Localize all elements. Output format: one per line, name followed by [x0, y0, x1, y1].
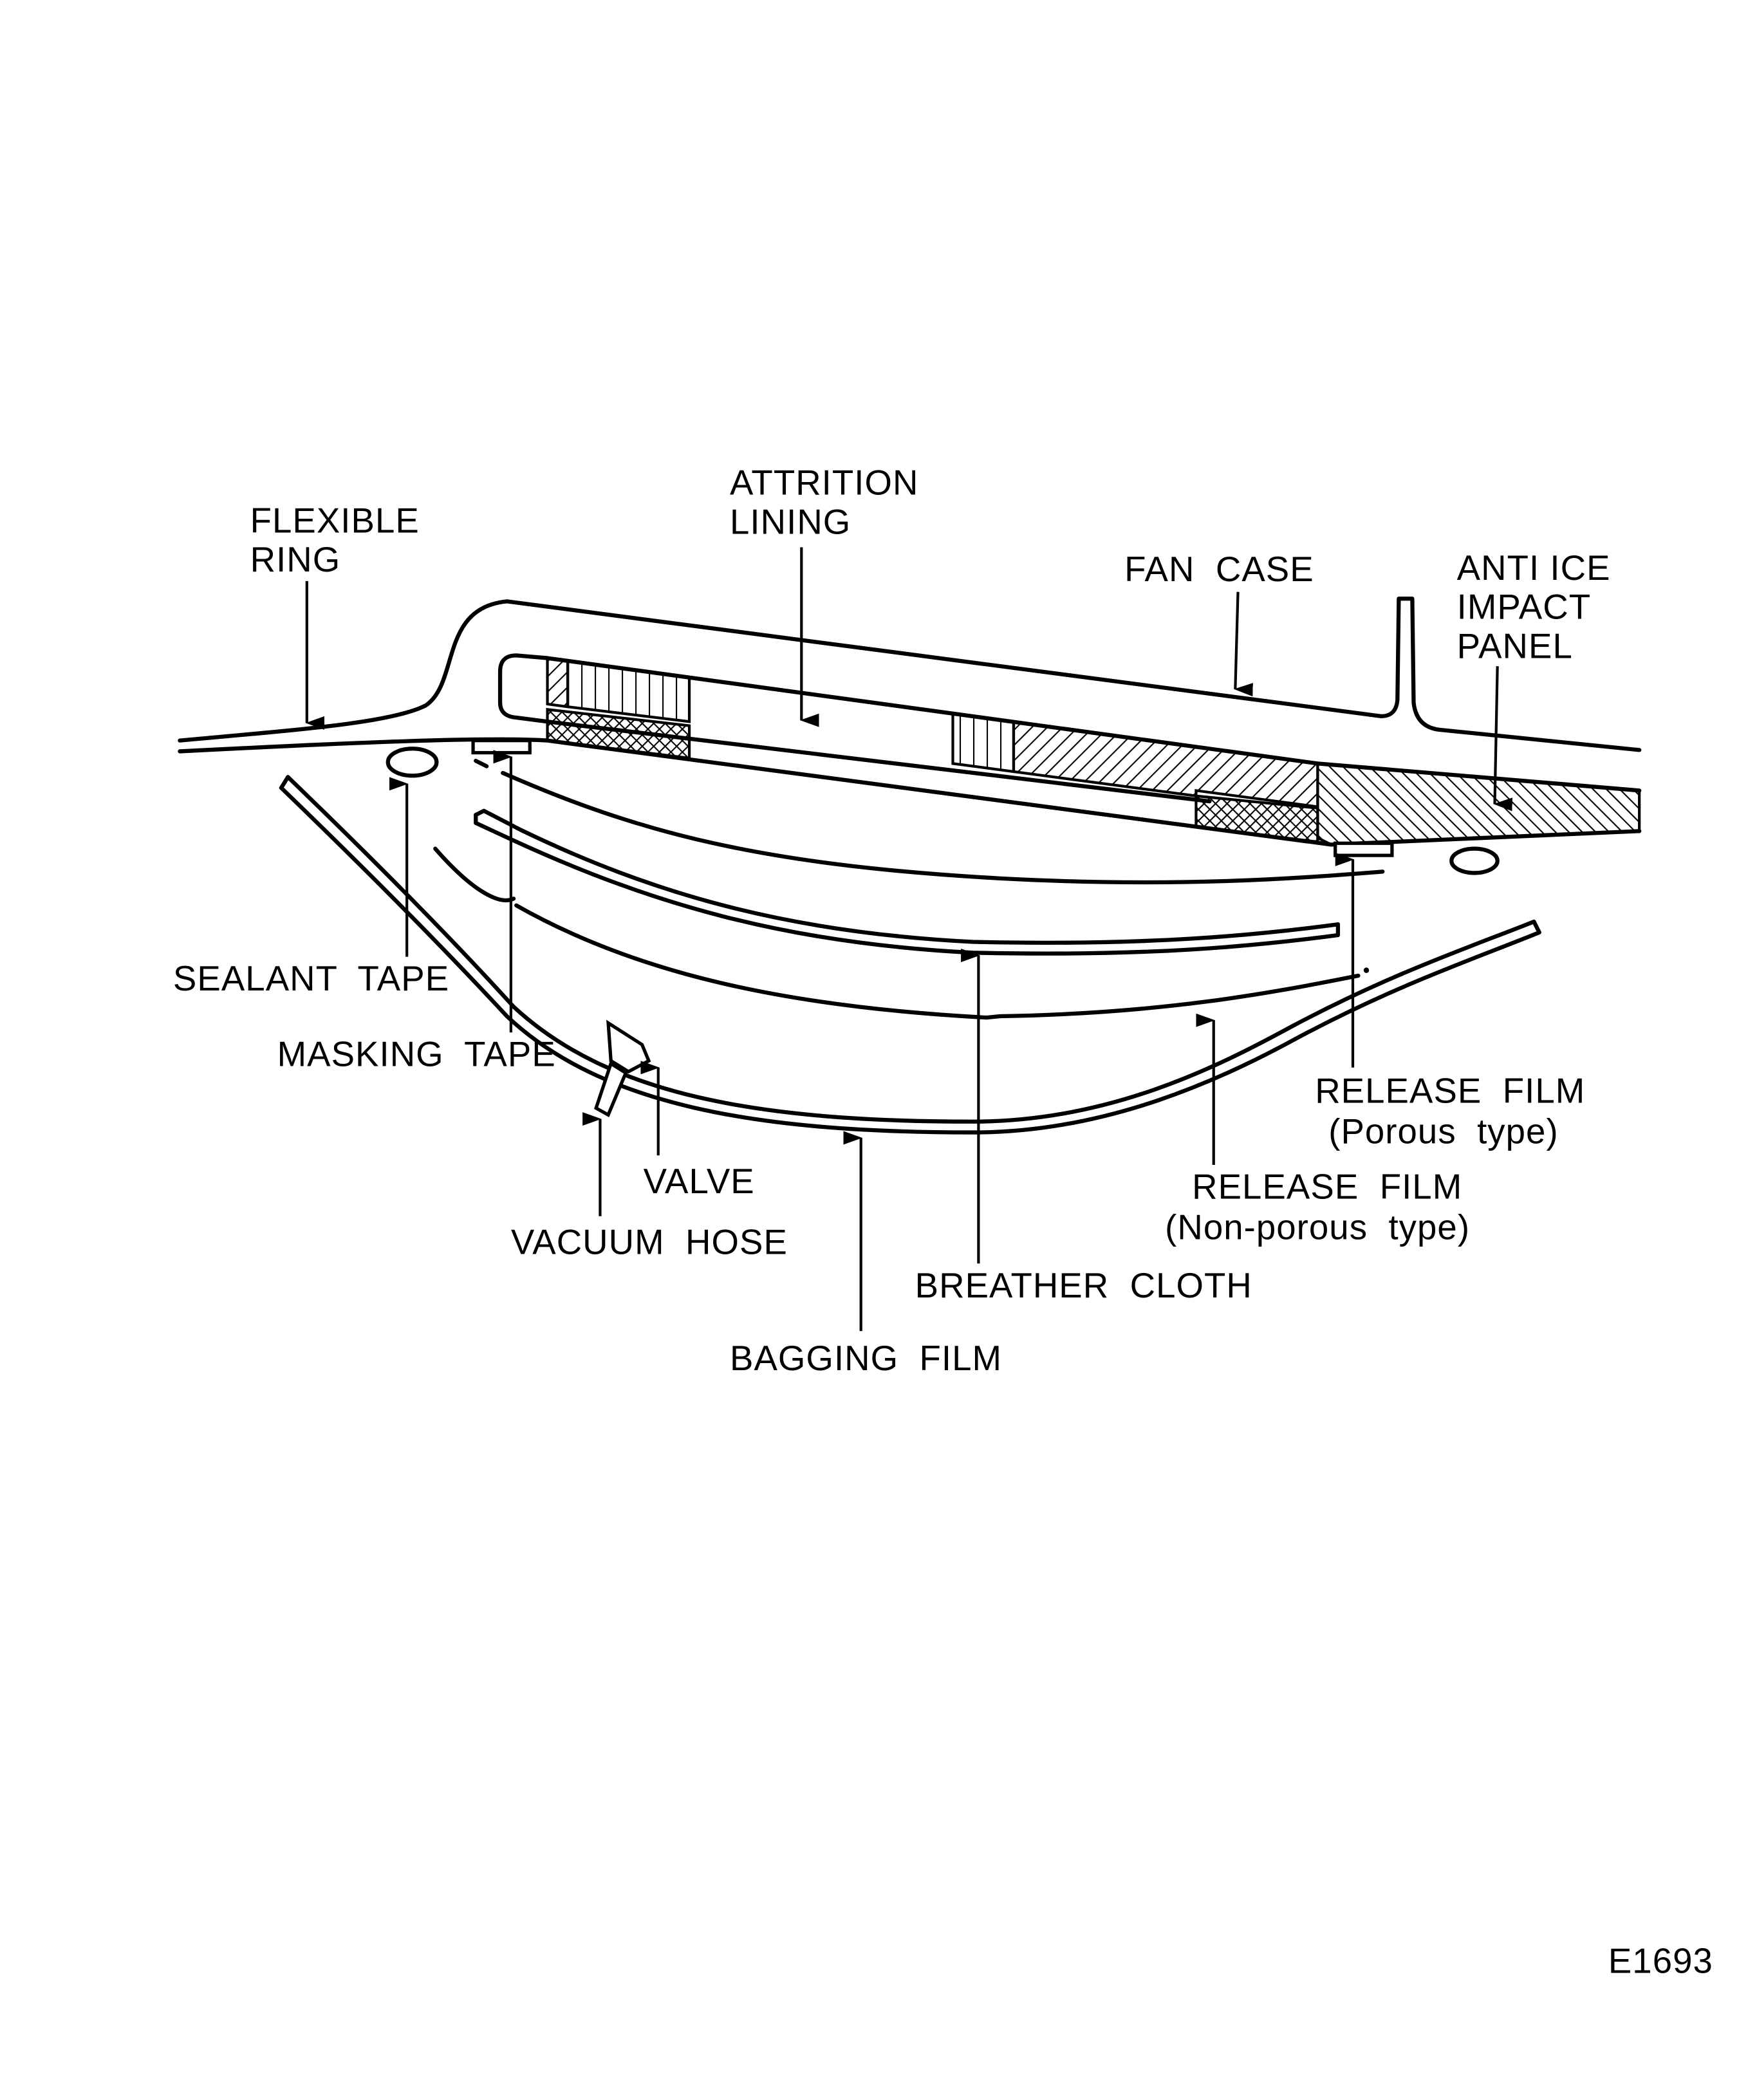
label-attrition-lining-1: ATTRITION	[730, 463, 918, 503]
valve	[606, 1019, 651, 1074]
release-film-porous	[474, 759, 1385, 885]
flexible-ring	[178, 737, 1642, 847]
masking-tape-right	[1334, 841, 1394, 857]
label-attrition-lining-2: LINING	[730, 502, 851, 541]
figure-id: E1693	[1608, 1942, 1713, 1981]
bagging-film	[286, 775, 1536, 1124]
masking-tape-left	[471, 739, 532, 755]
label-vacuum-hose: VACUUM HOSE	[511, 1223, 788, 1262]
label-release-nonporous-1: RELEASE FILM	[1192, 1167, 1462, 1206]
label-masking-tape: MASKING TAPE	[277, 1035, 556, 1074]
label-sealant-tape: SEALANT TAPE	[173, 959, 449, 998]
anti-ice-impact-panel	[1316, 762, 1641, 846]
attrition-lining-cross-right	[1195, 794, 1319, 844]
label-flexible-ring-2: RING	[250, 540, 341, 579]
leader-arrows	[305, 547, 1512, 1332]
breather-cloth	[474, 808, 1341, 945]
label-release-nonporous-2: (Non-porous type)	[1165, 1207, 1470, 1247]
sealant-tape-right	[1449, 846, 1500, 875]
label-fan-case: FAN CASE	[1124, 550, 1314, 589]
label-breather-cloth: BREATHER CLOTH	[915, 1266, 1252, 1305]
attrition-lining-hatch-left	[546, 656, 570, 709]
attrition-lining-cross-left	[546, 708, 691, 760]
label-flexible-ring-1: FLEXIBLE	[250, 501, 420, 540]
label-anti-ice-1: ANTI ICE	[1457, 548, 1611, 588]
label-anti-ice-2: IMPACT	[1457, 588, 1591, 627]
label-release-porous-2: (Porous type)	[1328, 1111, 1558, 1151]
vacuum-hose	[593, 1061, 628, 1118]
attrition-lining-vertical	[566, 659, 691, 723]
attrition-lining-vertical-mid	[951, 712, 1016, 774]
release-film-non-porous	[433, 846, 1361, 1020]
attrition-lining-hatch-right	[1012, 720, 1319, 808]
label-release-porous-1: RELEASE FILM	[1315, 1071, 1585, 1110]
label-anti-ice-3: PANEL	[1457, 627, 1573, 666]
label-valve: VALVE	[644, 1162, 755, 1201]
fan-case	[178, 597, 1642, 752]
label-bagging-film: BAGGING FILM	[730, 1339, 1002, 1378]
sealant-tape-left	[386, 747, 439, 778]
